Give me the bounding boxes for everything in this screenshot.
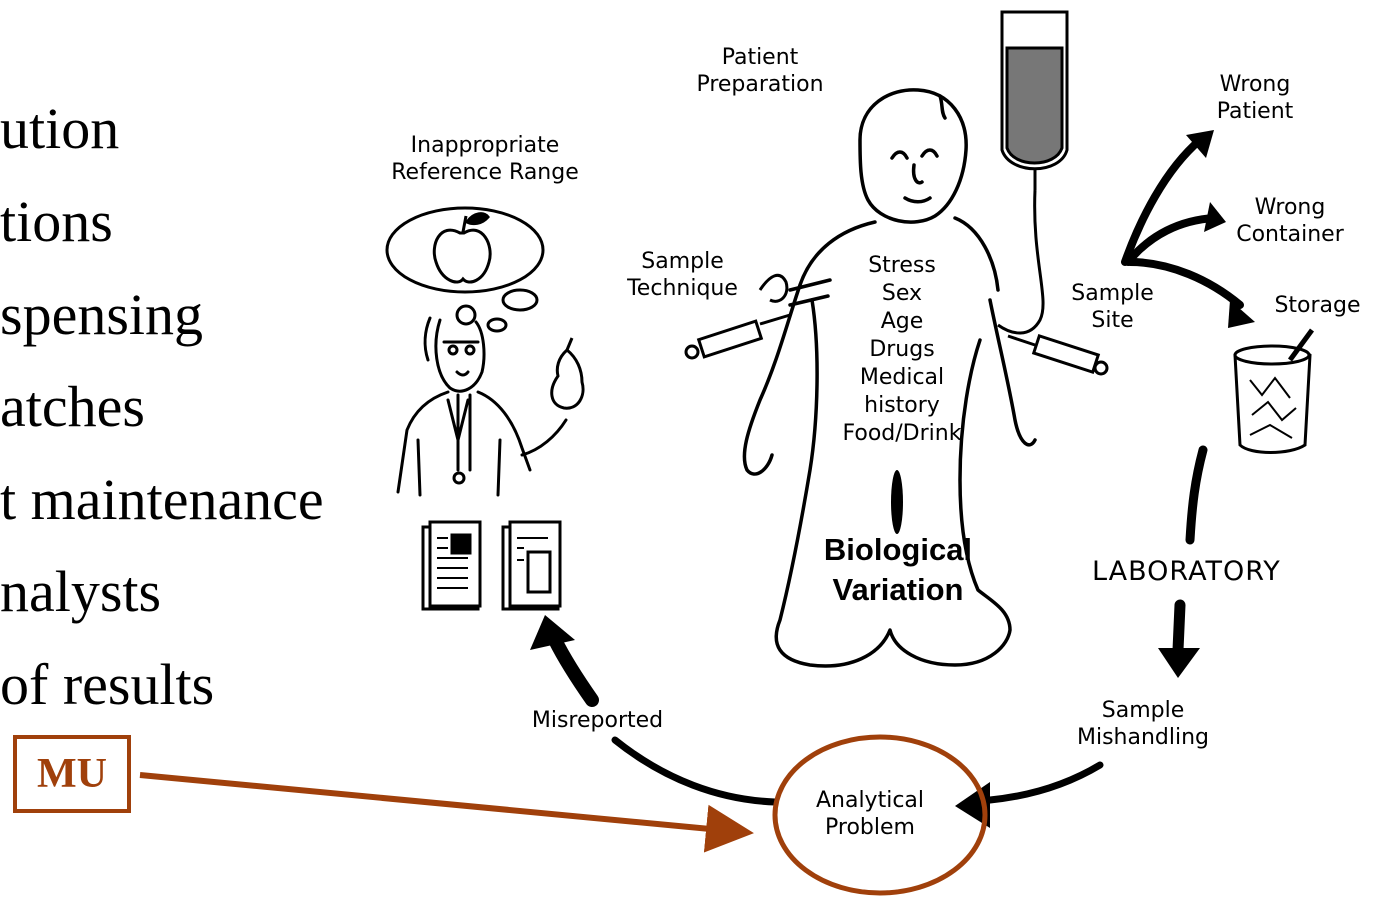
mu-arrow [139, 772, 754, 853]
label-misreported: Misreported [531, 708, 664, 733]
lab-arrow-upper [1185, 445, 1208, 545]
mu-label: MU [37, 751, 107, 797]
label-laboratory: LABORATORY [1092, 556, 1281, 587]
bullet-item: t maintenance [0, 467, 324, 532]
lab-arrow-lower [1172, 599, 1186, 656]
label-storage: Storage [1274, 293, 1361, 318]
doctor-icon [396, 304, 568, 497]
bullet-item: tions [0, 189, 113, 254]
mishandling-arrow [986, 761, 1104, 804]
lab-arrow-head [1158, 648, 1200, 678]
misreported-arrow [548, 633, 599, 707]
bullet-item: of results [0, 652, 215, 717]
misreported-arrow-head [530, 615, 575, 650]
bullet-item: spensing [0, 282, 203, 347]
branch-arrows-icon [1121, 130, 1255, 328]
thought-bubble-icon [385, 206, 545, 333]
patient-figure-icon [742, 88, 1037, 668]
bullet-item: nalysts [0, 559, 162, 624]
storage-jar-icon [1233, 328, 1315, 454]
syringe-left-icon [684, 273, 791, 360]
pear-icon [550, 337, 585, 410]
analytical-to-misreported-arrow [611, 736, 779, 806]
analytical-problem-highlight-circle [772, 734, 988, 896]
apple-icon [432, 212, 492, 284]
label-contributing-factors: Stress Sex Age Drugs Medical history Foo… [842, 253, 962, 446]
bullet-item: atches [0, 374, 145, 439]
bullet-item: ution [0, 96, 120, 161]
iv-bag-icon [997, 10, 1069, 335]
report-sheets-icon [421, 520, 562, 611]
syringe-right-icon [1007, 333, 1109, 376]
center-ink-mark [891, 470, 903, 534]
mu-box: MU [13, 735, 131, 813]
